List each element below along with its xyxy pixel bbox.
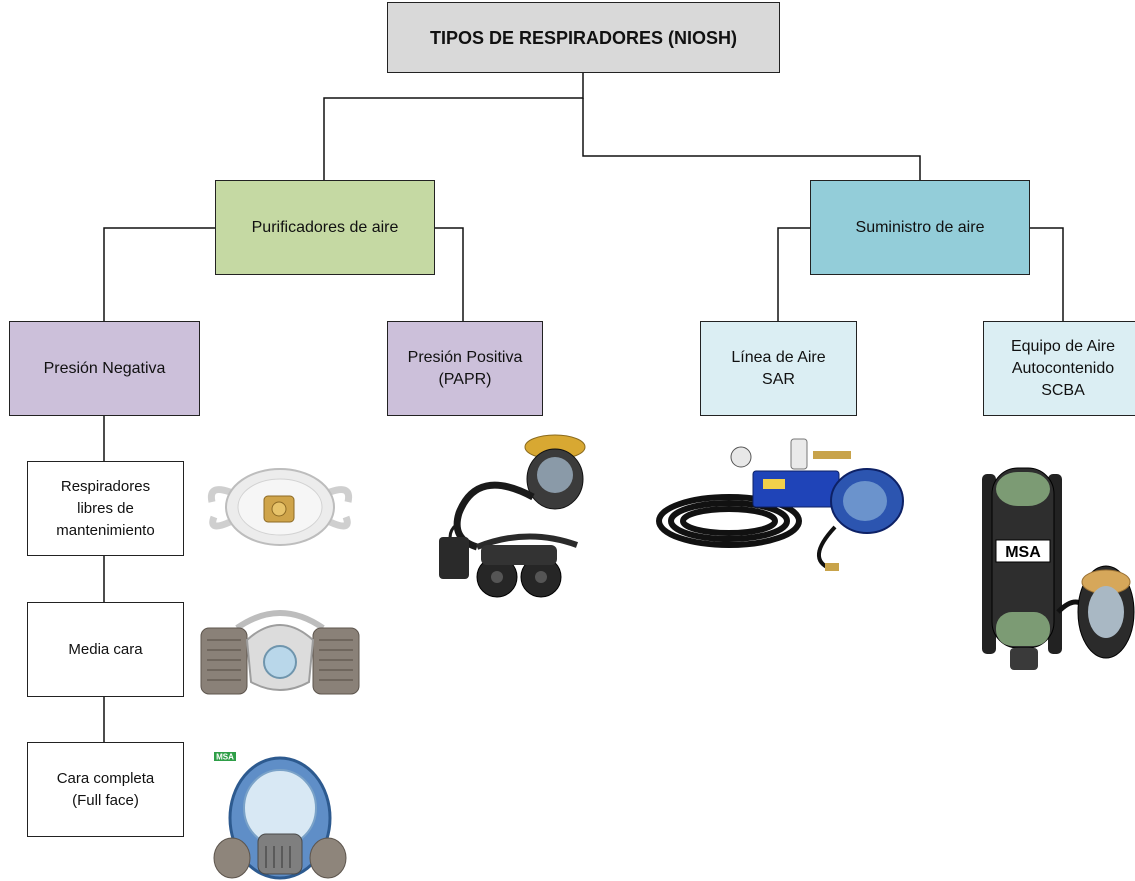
connector-root-left [323, 73, 584, 180]
maintenance-free-node: Respiradores libres de mantenimiento [27, 461, 184, 556]
connector-sum-sar [777, 227, 810, 321]
connector-root-right [582, 98, 921, 180]
purifiers-node: Purificadores de aire [215, 180, 435, 275]
connector-purif-pos [435, 227, 464, 321]
full-face-node: Cara completa (Full face) [27, 742, 184, 837]
root-node: TIPOS DE RESPIRADORES (NIOSH) [387, 2, 780, 73]
air-line-compressor-icon [656, 438, 904, 571]
positive-pressure-node: Presión Positiva (PAPR) [387, 321, 543, 416]
scba-node: Equipo de Aire Autocontenido SCBA [983, 321, 1135, 416]
scba-tank-icon: MSA [982, 467, 1135, 670]
air-line-node: Línea de Aire SAR [700, 321, 857, 416]
half-face-node: Media cara [27, 602, 184, 697]
negative-pressure-node: Presión Negativa [9, 321, 200, 416]
msa-small-logo-text: MSA [216, 753, 234, 762]
half-face-respirator-icon [200, 610, 360, 695]
full-face-respirator-icon: MSA [213, 752, 347, 880]
papr-unit-icon [439, 434, 586, 598]
msa-tank-logo: MSA [1005, 544, 1041, 561]
connector-purif-neg [103, 227, 215, 321]
disposable-respirator-icon [207, 468, 353, 546]
air-supply-node: Suministro de aire [810, 180, 1030, 275]
msa-small-logo [214, 752, 236, 761]
connector-sum-scba [1030, 227, 1064, 321]
